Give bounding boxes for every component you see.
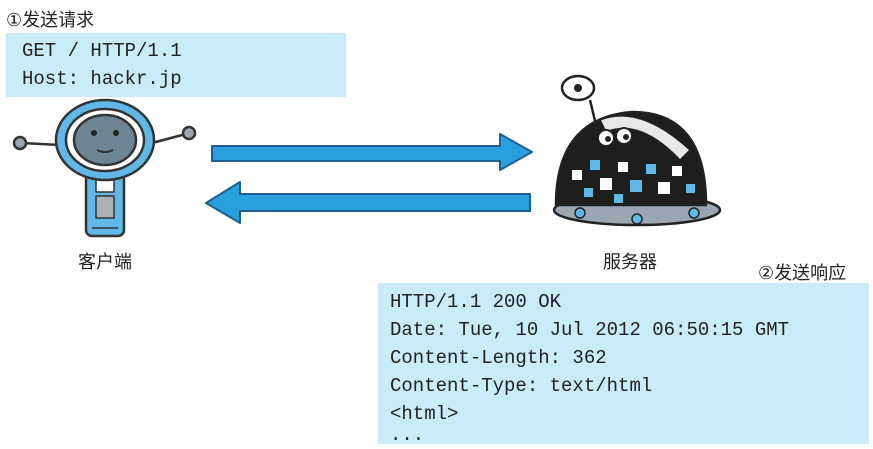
request-message-box: GET / HTTP/1.1 Host: hackr.jp [6, 33, 346, 97]
server-robot-icon [552, 74, 722, 227]
request-arrow-icon [211, 133, 533, 171]
response-content-length-header: Content-Length: 362 [390, 347, 607, 369]
request-line: GET / HTTP/1.1 [22, 40, 182, 62]
request-host-line: Host: hackr.jp [22, 68, 182, 90]
response-content-type-header: Content-Type: text/html [390, 375, 653, 397]
response-arrow-icon [205, 181, 531, 224]
response-message-box: HTTP/1.1 200 OK Date: Tue, 10 Jul 2012 0… [378, 283, 869, 446]
response-status-line: HTTP/1.1 200 OK [390, 291, 562, 313]
client-robot-icon [12, 98, 197, 238]
response-body-line: <html> [390, 403, 459, 425]
client-label: 客户端 [78, 252, 132, 273]
response-date-header: Date: Tue, 10 Jul 2012 06:50:15 GMT [390, 319, 790, 341]
response-title: ②发送响应 [758, 263, 847, 284]
request-title: ①发送请求 [6, 10, 95, 31]
response-ellipsis: ... [390, 424, 425, 446]
server-label: 服务器 [603, 252, 657, 273]
